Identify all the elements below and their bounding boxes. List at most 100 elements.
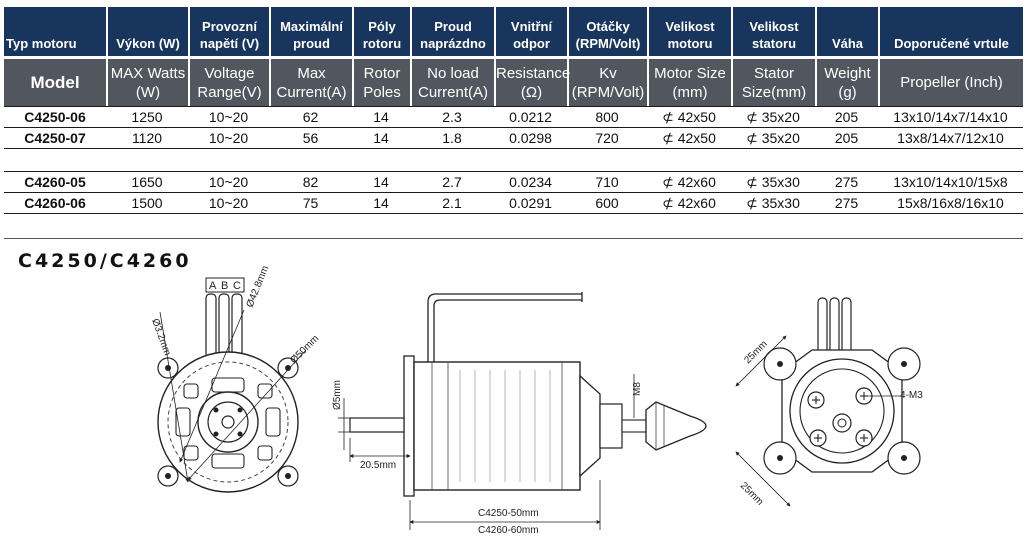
table-spacer-row (4, 149, 1023, 172)
cell-resistance: 0.0298 (494, 128, 567, 149)
header-cz-stator-size: Velikost statoru (731, 7, 815, 56)
header-en-weight: Weight (g) (815, 56, 878, 106)
header-cz-max-current: Maximální proud (269, 7, 352, 56)
dim-length-c4250: C4250-50mm (478, 508, 539, 519)
cell-voltage: 10~20 (188, 106, 269, 128)
header-en-resistance: Resistance (Ω) (494, 56, 570, 106)
cell-model: C4260-06 (4, 193, 106, 214)
prop-adapter (645, 401, 707, 451)
header-en-voltage: Voltage Range(V) (188, 56, 269, 106)
dim-rear-bottom: 25mm (738, 480, 765, 507)
rear-dimension-lines (735, 335, 900, 507)
cell-noload: 2.7 (410, 172, 494, 193)
cell-motor-size: ⊄ 42x60 (647, 172, 731, 193)
wire-label-b: B (221, 280, 228, 292)
cell-power: 1120 (106, 128, 188, 149)
motor-spec-table: Typ motoru Výkon (W) Provozní napětí (V)… (4, 7, 1023, 214)
front-flange (403, 355, 415, 497)
header-cz-noload: Proud naprázdno (410, 7, 494, 56)
header-en-kv: Kv (RPM/Volt) (567, 56, 647, 106)
cell-max-current: 82 (269, 172, 352, 193)
drawing-title: C4250/C4260 (18, 250, 192, 272)
front-shaft (349, 417, 405, 433)
dim-shaft-diameter: Ø5mm (332, 380, 343, 410)
wire-label-c: C (233, 280, 241, 292)
cell-max-current: 75 (269, 193, 352, 214)
cell-motor-size: ⊄ 42x50 (647, 128, 731, 149)
cell-voltage: 10~20 (188, 128, 269, 149)
cell-power: 1500 (106, 193, 188, 214)
cell-kv: 710 (567, 172, 647, 193)
section-divider (4, 238, 1023, 239)
header-cz-propeller: Doporučené vrtule (878, 7, 1023, 56)
cell-propeller: 13x10/14x10/15x8 (878, 172, 1023, 193)
table-row: C4260-05 1650 10~20 82 14 2.7 0.0234 710… (4, 172, 1023, 193)
header-cz-poles: Póly rotoru (352, 7, 410, 56)
header-cz-resistance: Vnitřní odpor (494, 7, 567, 56)
cell-stator-size: ⊄ 35x20 (731, 128, 815, 149)
cell-power: 1250 (106, 106, 188, 128)
motor-can (413, 361, 581, 491)
cell-propeller: 13x8/14x7/12x10 (878, 128, 1023, 149)
dim-hole-diameter: Ø3.2mm (149, 317, 172, 357)
header-en-noload: No load Current(A) (410, 56, 494, 106)
header-en-poles: Rotor Poles (352, 56, 410, 106)
header-cz-voltage: Provozní napětí (V) (188, 7, 269, 56)
motor-shaft-end (221, 415, 235, 429)
header-en-motor-size: Motor Size (mm) (647, 56, 731, 106)
header-cz-model: Typ motoru (4, 7, 106, 56)
cell-kv: 720 (567, 128, 647, 149)
header-cz-kv: Otáčky (RPM/Volt) (567, 7, 647, 56)
cell-propeller: 15x8/16x8/16x10 (878, 193, 1023, 214)
dim-thread-size: M8 (632, 382, 643, 396)
wire-label-a: A (209, 280, 217, 292)
cell-noload: 2.1 (410, 193, 494, 214)
header-cz-power: Výkon (W) (106, 7, 188, 56)
cell-model: C4260-05 (4, 172, 106, 193)
cell-voltage: 10~20 (188, 172, 269, 193)
cell-noload: 2.3 (410, 106, 494, 128)
cell-motor-size: ⊄ 42x50 (647, 106, 731, 128)
table-row: C4250-06 1250 10~20 62 14 2.3 0.0212 800… (4, 106, 1023, 128)
dim-screw-size: 4-M3 (900, 390, 923, 401)
cell-model: C4250-07 (4, 128, 106, 149)
side-view-drawing: Ø5mm 20.5mm M8 C4250-50mm C4260-60mm (332, 292, 707, 536)
cell-resistance: 0.0212 (494, 106, 567, 128)
table-row: C4260-06 1500 10~20 75 14 2.1 0.0291 600… (4, 193, 1023, 214)
side-wire (427, 293, 582, 370)
cell-poles: 14 (352, 106, 410, 128)
hub-screws (213, 407, 243, 437)
header-cz-weight: Váha (815, 7, 878, 56)
header-en-max-current: Max Current(A) (269, 56, 352, 106)
side-dimension-lines (338, 374, 635, 530)
prop-adapter-collar (599, 403, 623, 449)
cell-weight: 205 (815, 128, 878, 149)
dim-shaft-length: 20.5mm (360, 460, 396, 471)
rear-view-drawing: 25mm 25mm 4-M3 (735, 297, 923, 508)
cell-kv: 800 (567, 106, 647, 128)
front-view-drawing: A B C Ø3.2mm Ø42.8mm (149, 264, 321, 493)
cell-stator-size: ⊄ 35x30 (731, 172, 815, 193)
mounting-ears (157, 357, 299, 487)
header-en-power: MAX Watts (W) (106, 56, 188, 106)
cell-voltage: 10~20 (188, 193, 269, 214)
header-row-czech: Typ motoru Výkon (W) Provozní napětí (V)… (4, 7, 1023, 56)
cell-motor-size: ⊄ 42x60 (647, 193, 731, 214)
cell-resistance: 0.0234 (494, 172, 567, 193)
front-dimension-lines (159, 309, 307, 483)
table-row: C4250-07 1120 10~20 56 14 1.8 0.0298 720… (4, 128, 1023, 149)
wire-label-box (205, 277, 245, 293)
cell-model: C4250-06 (4, 106, 106, 128)
mount-pcd-circle (167, 361, 289, 483)
header-row-english: Model MAX Watts (W) Voltage Range(V) Max… (4, 56, 1023, 106)
cell-propeller: 13x10/14x7/14x10 (878, 106, 1023, 128)
cell-poles: 14 (352, 128, 410, 149)
cell-weight: 275 (815, 172, 878, 193)
rear-taper (579, 374, 601, 478)
header-en-propeller: Propeller (Inch) (878, 56, 1023, 106)
cell-poles: 14 (352, 172, 410, 193)
cell-poles: 14 (352, 193, 410, 214)
cell-noload: 1.8 (410, 128, 494, 149)
cell-weight: 205 (815, 106, 878, 128)
cooling-slots (175, 377, 281, 469)
